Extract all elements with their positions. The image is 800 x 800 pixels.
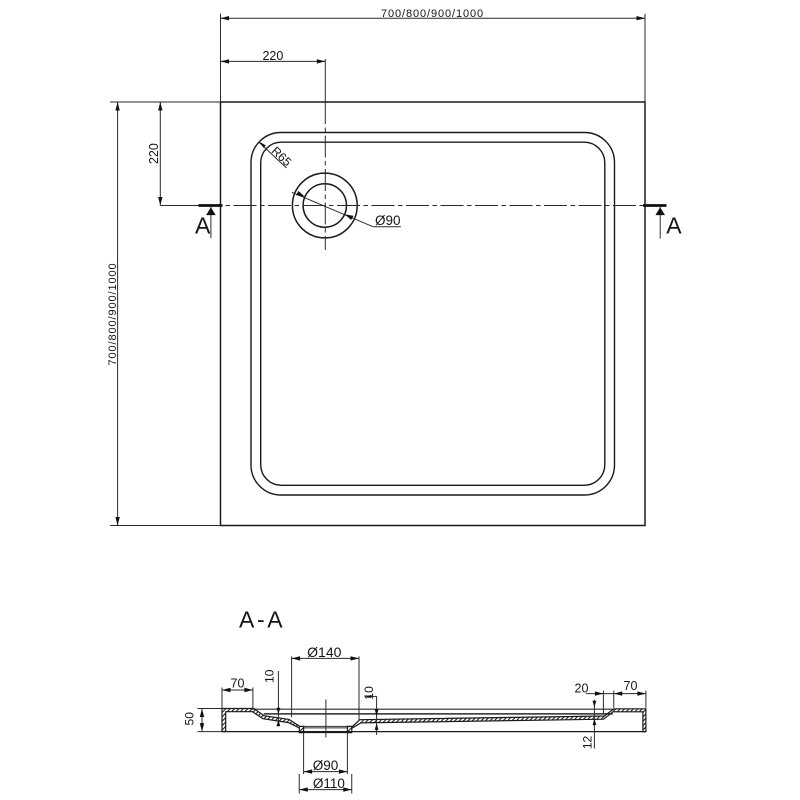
svg-text:700/800/900/1000: 700/800/900/1000 — [107, 262, 119, 365]
svg-text:Ø110: Ø110 — [313, 776, 345, 791]
svg-text:50: 50 — [182, 712, 196, 726]
svg-text:A: A — [195, 213, 211, 239]
svg-text:10: 10 — [362, 686, 376, 700]
svg-text:Ø140: Ø140 — [307, 644, 341, 660]
svg-text:10: 10 — [262, 669, 276, 683]
svg-text:A: A — [666, 213, 682, 239]
svg-text:Ø90: Ø90 — [313, 758, 339, 773]
svg-text:R65: R65 — [269, 144, 295, 169]
svg-text:12: 12 — [580, 736, 594, 750]
svg-text:70: 70 — [624, 679, 638, 693]
svg-text:20: 20 — [575, 681, 589, 695]
svg-text:220: 220 — [262, 49, 283, 63]
svg-text:70: 70 — [231, 676, 245, 690]
svg-text:220: 220 — [147, 143, 161, 164]
svg-text:A-A: A-A — [239, 607, 285, 633]
svg-text:Ø90: Ø90 — [375, 213, 401, 228]
svg-text:700/800/900/1000: 700/800/900/1000 — [381, 8, 484, 20]
